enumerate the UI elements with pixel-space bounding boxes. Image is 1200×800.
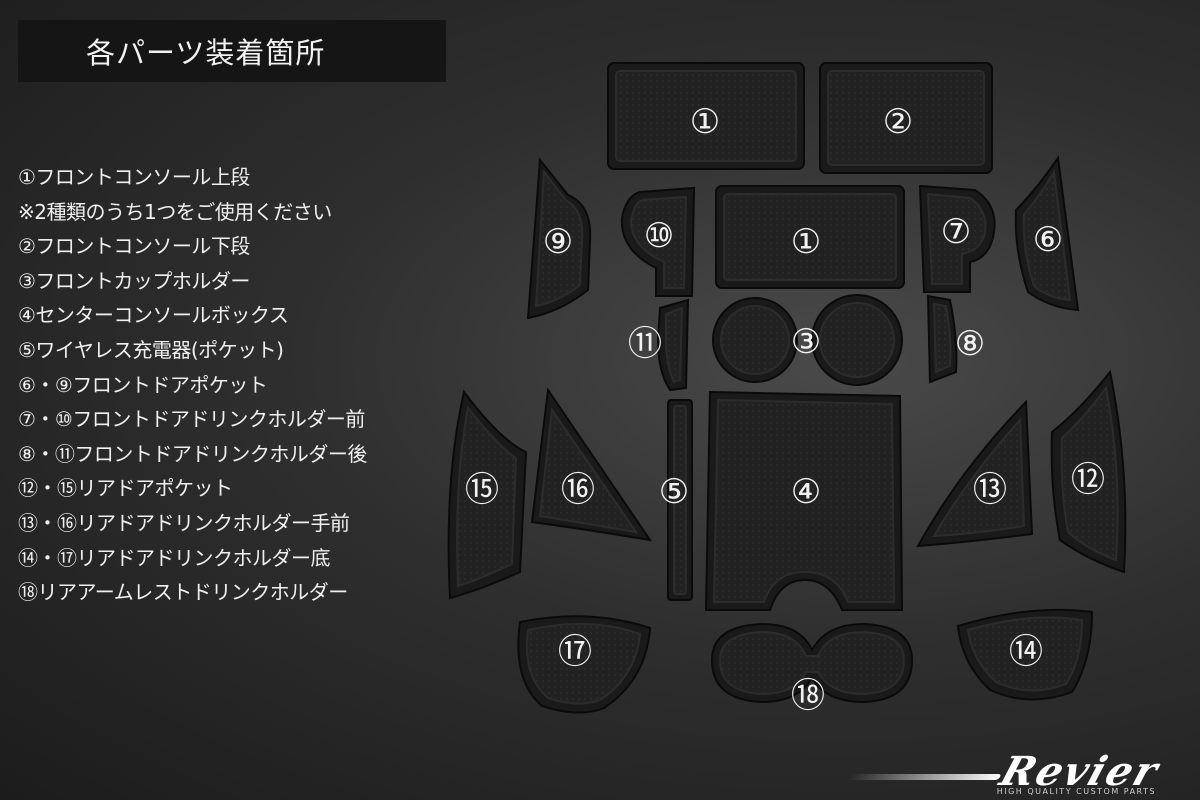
brand-logo: Revier HIGH QUALITY CUSTOM PARTS (848, 748, 1190, 796)
mat-number: ① (791, 222, 821, 262)
mat-number: ⑧ (955, 324, 985, 364)
legend-item: ⑱リアアームレストドリンクホルダー (18, 580, 348, 605)
mat-4: ④ (704, 390, 904, 611)
mat-10: ⑩ (620, 186, 696, 297)
mat-number: ⑰ (558, 632, 592, 672)
legend-item: ④センターコンソールボックス (18, 303, 289, 328)
mat-number: ⑦ (941, 212, 971, 252)
mat-number: ③ (791, 322, 821, 362)
legend-item: ⑬・⑯リアドアドリンクホルダー手前 (18, 510, 350, 535)
mat-number: ④ (791, 472, 821, 512)
mat-5: ⑤ (659, 399, 693, 601)
mat-number: ⑮ (465, 470, 499, 510)
mat-number: ⑪ (628, 324, 662, 364)
mat-11: ⑪ (628, 298, 690, 392)
legend-item: ⑥・⑨フロントドアポケット (18, 372, 268, 397)
legend-item: ⑭・⑰リアドアドリンクホルダー底 (18, 545, 331, 570)
legend-item: ⑧・⑪フロントドアドリンクホルダー後 (18, 441, 367, 466)
mat-15: ⑮ (447, 389, 528, 600)
mat-6: ⑥ (1014, 155, 1080, 312)
mat-number: ⑫ (1071, 460, 1105, 500)
mat-number: ⑭ (1009, 632, 1043, 672)
legend-item: ③フロントカップホルダー (18, 268, 250, 293)
legend-item: ②フロントコンソール下段 (18, 234, 250, 259)
legend-item: ⑦・⑩フロントドアドリンクホルダー前 (18, 407, 365, 432)
mat-12: ⑫ (1050, 369, 1127, 574)
mat-2: ② (819, 62, 993, 174)
mat-7: ⑦ (918, 184, 996, 293)
mat-number: ⑬ (973, 470, 1007, 510)
mat-17: ⑰ (517, 615, 652, 714)
mat-13: ⑬ (916, 399, 1034, 548)
mat-number: ⑤ (659, 472, 689, 512)
mat-number: ② (883, 102, 913, 142)
parts-legend: ①フロントコンソール上段 ※2種類のうち1つをご使用ください ②フロントコンソー… (18, 160, 438, 610)
mat-1-alt: ① (715, 185, 905, 289)
mat-1-upper: ① (607, 62, 805, 170)
mat-18: ⑱ (710, 622, 914, 716)
mat-number: ⑯ (561, 470, 595, 510)
mat-number: ⑥ (1033, 220, 1063, 260)
legend-item: ※2種類のうち1つをご使用ください (18, 199, 332, 224)
logo-tagline: HIGH QUALITY CUSTOM PARTS (996, 787, 1156, 796)
legend-item: ①フロントコンソール上段 (18, 165, 250, 189)
mat-number: ⑩ (644, 216, 674, 256)
mat-8: ⑧ (926, 294, 985, 384)
legend-item: ⑤ワイヤレス充電器(ポケット) (18, 337, 284, 362)
mat-3: ③ (712, 294, 903, 386)
mat-number: ⑨ (543, 222, 573, 262)
page-title: 各パーツ装着箇所 (18, 20, 446, 82)
legend-item: ⑫・⑮リアドアポケット (18, 476, 233, 501)
mat-16: ⑯ (530, 387, 653, 542)
mat-14: ⑭ (956, 608, 1094, 701)
mat-number: ① (690, 102, 720, 142)
mat-number: ⑱ (791, 676, 825, 716)
mat-9: ⑨ (526, 157, 592, 320)
logo-swoosh (848, 774, 1002, 780)
